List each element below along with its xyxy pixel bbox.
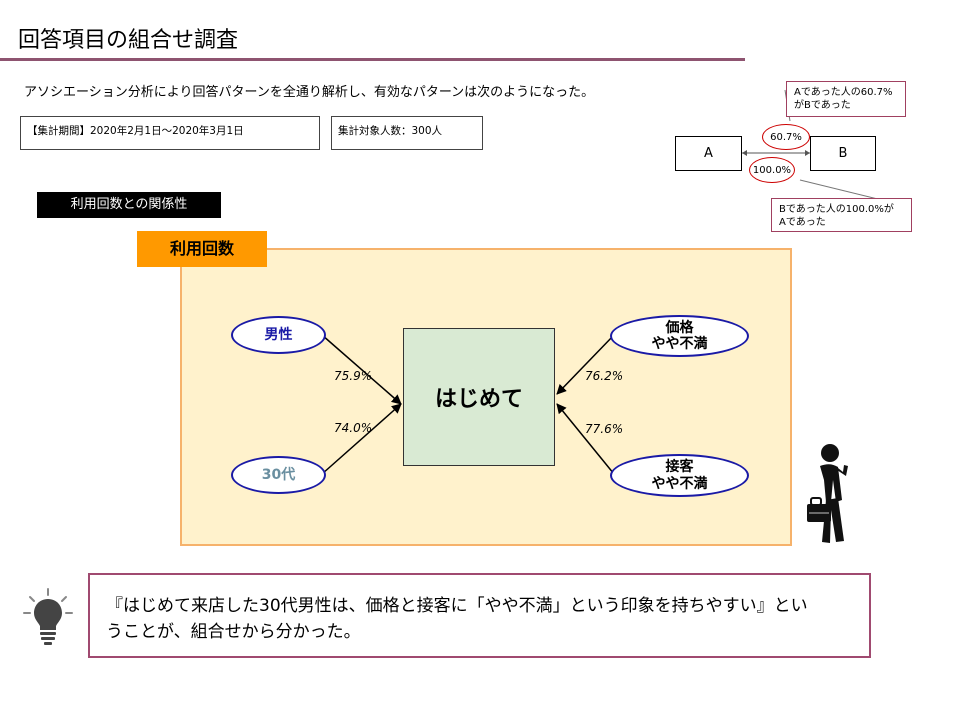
legend-pct-bottom: 100.0% — [749, 157, 795, 183]
node-service: 接客 やや不満 — [610, 454, 749, 497]
arrow-price — [556, 334, 615, 395]
legend-node-b: B — [810, 136, 876, 171]
section-label: 利用回数との関係性 — [37, 192, 221, 218]
pct-price: 76.2% — [585, 369, 624, 383]
legend-node-a: A — [675, 136, 742, 171]
walking-person-icon — [807, 444, 848, 543]
panel-label: 利用回数 — [137, 231, 267, 267]
node-male: 男性 — [231, 316, 326, 354]
legend-callout-bottom: Bであった人の100.0%が Aであった — [771, 198, 912, 232]
legend-callout-top: Aであった人の60.7% がBであった — [786, 81, 906, 117]
center-node: はじめて — [403, 328, 555, 466]
arrow-30s — [321, 403, 402, 475]
pct-service: 77.6% — [585, 422, 624, 436]
title-divider — [0, 58, 745, 61]
node-price: 価格 やや不満 — [610, 315, 749, 357]
legend-pct-top: 60.7% — [762, 124, 810, 150]
intro-text: アソシエーション分析により回答パターンを全通り解析し、有効なパターンは次のように… — [24, 85, 595, 100]
page-title: 回答項目の組合せ調査 — [18, 28, 239, 53]
count-box: 集計対象人数：300人 — [331, 116, 483, 150]
arrow-male — [321, 334, 402, 405]
pct-male: 75.9% — [334, 369, 373, 383]
period-box: 【集計期間】2020年2月1日～2020年3月1日 — [20, 116, 320, 150]
lightbulb-icon — [23, 588, 73, 645]
arrow-service — [556, 403, 615, 475]
pct-30s: 74.0% — [334, 421, 373, 435]
node-30s: 30代 — [231, 456, 326, 494]
conclusion-box: 『はじめて来店した30代男性は、価格と接客に「やや不満」という印象を持ちやすい』… — [88, 573, 871, 658]
